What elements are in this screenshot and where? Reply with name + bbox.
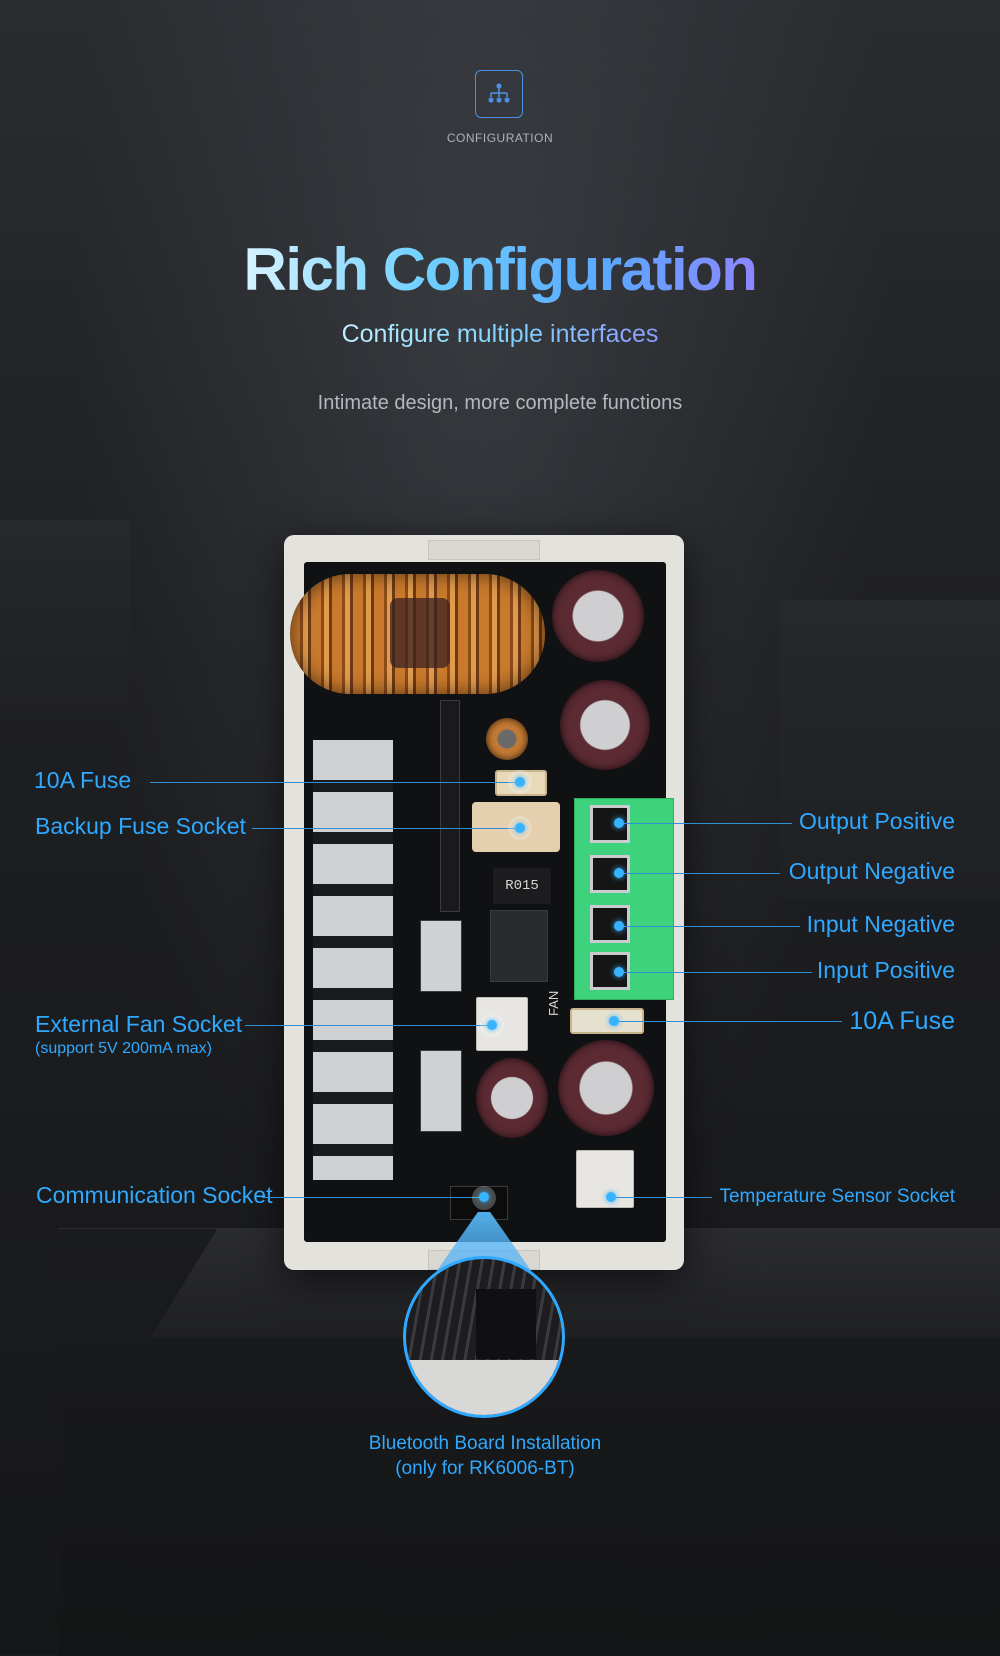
leader-line	[150, 782, 520, 783]
bluetooth-board-zoom	[403, 1256, 565, 1418]
terminal-output-positive	[590, 805, 630, 843]
callout-communication-socket: Communication Socket	[36, 1182, 273, 1208]
leader-line	[252, 828, 522, 829]
fuse	[495, 770, 547, 796]
leader-line	[620, 823, 792, 824]
callout-input-negative: Input Negative	[806, 911, 955, 937]
callout-output-positive: Output Positive	[799, 808, 955, 834]
page-title: Rich Configuration	[243, 236, 758, 303]
fuse	[570, 1008, 644, 1034]
leader-dot	[515, 777, 525, 787]
callout-external-fan-socket: External Fan Socket	[35, 1011, 243, 1037]
bluetooth-module	[476, 1289, 536, 1359]
wall-panel	[0, 520, 130, 720]
fan-socket	[476, 997, 528, 1051]
mosfet	[420, 920, 462, 992]
leader-line	[615, 1021, 842, 1022]
callout-temperature-sensor-socket: Temperature Sensor Socket	[719, 1186, 955, 1207]
callout-fuse-left: 10A Fuse	[34, 767, 132, 793]
leader-dot	[487, 1020, 497, 1030]
callout-fuse-right: 10A Fuse	[849, 1007, 955, 1035]
capacitor	[552, 570, 644, 662]
section-label: CONFIGURATION	[446, 131, 554, 145]
bluetooth-caption-line1: Bluetooth Board Installation	[368, 1433, 602, 1454]
capacitor	[476, 1058, 548, 1138]
leader-line	[245, 1025, 495, 1026]
hierarchy-icon	[475, 70, 523, 118]
tagline: Intimate design, more complete functions	[317, 392, 683, 414]
regulator-chip	[490, 910, 548, 982]
mosfet	[420, 1050, 462, 1132]
heatsink	[313, 740, 393, 1180]
leader-dot	[614, 818, 624, 828]
leader-dot	[609, 1016, 619, 1026]
capacitor	[560, 680, 650, 770]
callout-backup-fuse-socket: Backup Fuse Socket	[35, 813, 246, 839]
page-subtitle: Configure multiple interfaces	[341, 320, 659, 348]
leader-line	[620, 926, 800, 927]
leader-dot	[614, 967, 624, 977]
leader-line	[620, 873, 780, 874]
housing-base	[406, 1360, 562, 1415]
small-inductor	[486, 718, 528, 760]
capacitor	[558, 1040, 654, 1136]
control-strip	[440, 700, 460, 912]
housing-clip	[428, 540, 540, 560]
leader-dot	[614, 921, 624, 931]
shunt-resistor: R015	[493, 868, 551, 904]
temperature-sensor-connector	[576, 1150, 634, 1208]
callout-output-negative: Output Negative	[788, 858, 955, 884]
leader-dot	[606, 1192, 616, 1202]
leader-dot	[614, 868, 624, 878]
wall-panel	[780, 600, 1000, 900]
leader-line	[620, 972, 812, 973]
leader-line	[262, 1197, 482, 1198]
leader-dot	[515, 823, 525, 833]
callout-input-positive: Input Positive	[816, 957, 955, 983]
fan-marking: FAN	[546, 990, 561, 1016]
bluetooth-caption-line2: (only for RK6006-BT)	[395, 1458, 575, 1479]
terminal-input-positive	[590, 952, 630, 990]
terminal-output-negative	[590, 855, 630, 893]
callout-external-fan-note: (support 5V 200mA max)	[35, 1040, 212, 1057]
leader-dot	[479, 1192, 489, 1202]
terminal-input-negative	[590, 905, 630, 943]
leader-line	[612, 1197, 712, 1198]
inductor-core	[390, 598, 450, 668]
